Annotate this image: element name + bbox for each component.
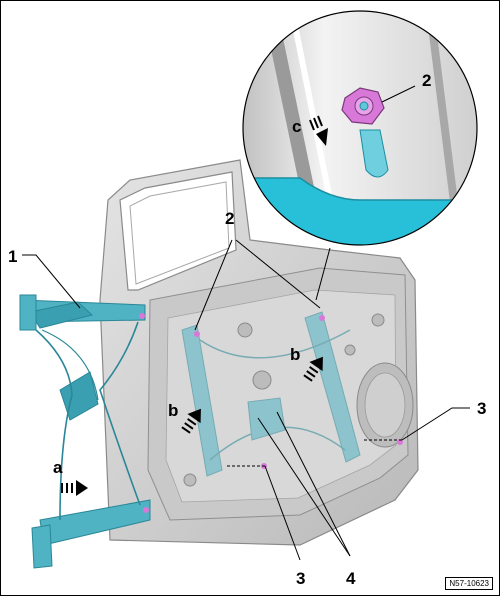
callout-1: 1 — [8, 247, 17, 266]
callout-b-right: b — [290, 345, 300, 364]
callout-3-bottom: 3 — [296, 569, 305, 588]
arrow-c-icon — [309, 115, 328, 146]
callout-3-right: 3 — [477, 399, 486, 418]
rivet-point — [319, 315, 325, 321]
leader-lines — [22, 85, 470, 561]
door-panel — [99, 159, 419, 546]
callout-a: a — [53, 458, 63, 477]
arrow-b-right-icon — [303, 356, 323, 382]
callout-b-left: b — [168, 401, 178, 420]
callout-2-zoom: 2 — [422, 71, 431, 90]
installed-regulator — [181, 311, 361, 477]
reference-code: N57-10623 — [445, 577, 493, 590]
callout-c: c — [292, 117, 301, 136]
callout-2-main: 2 — [225, 209, 234, 228]
arrow-b-left-icon — [181, 408, 201, 434]
rivet-point — [194, 331, 200, 337]
callout-4: 4 — [346, 569, 356, 588]
arrow-a-icon — [61, 480, 88, 496]
window-regulator — [19, 294, 151, 569]
